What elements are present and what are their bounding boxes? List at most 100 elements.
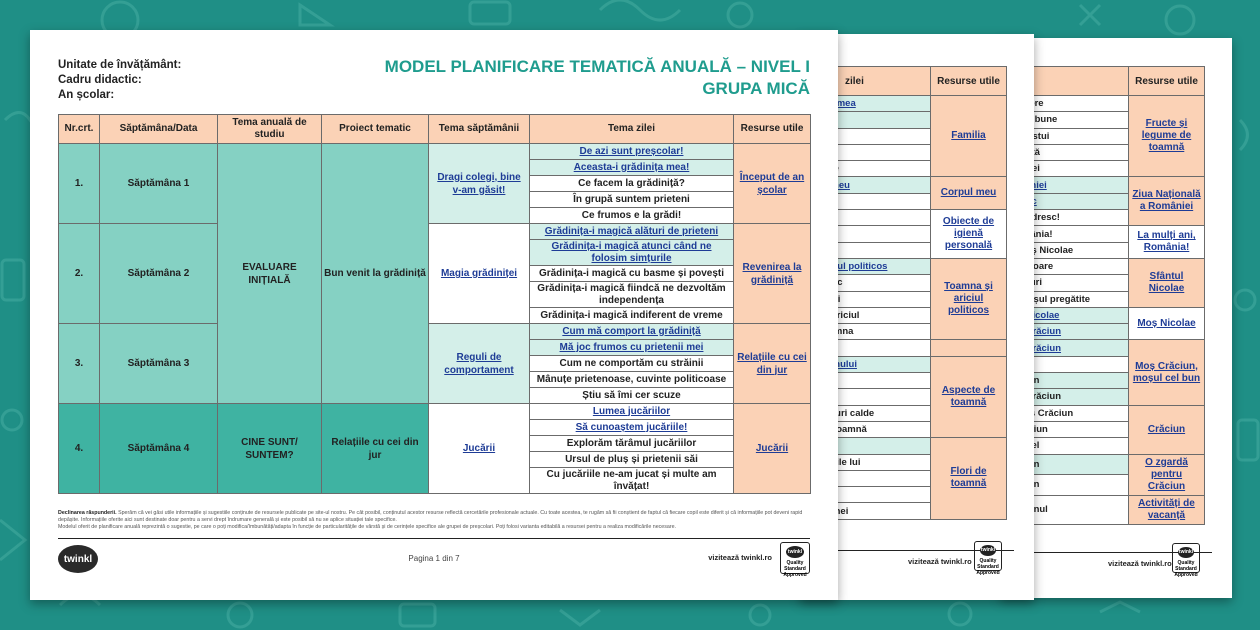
resource-cell: O zgardă pentru Crăciun [1128,453,1205,496]
day-theme-link[interactable]: Aceasta-i grădinița mea! [529,159,734,176]
page-number: Pagina 1 din 7 [408,554,460,563]
day-theme: Știu să îmi cer scuze [529,387,734,404]
badge-text: Quality Standard Approved [976,558,1000,576]
week-theme-cell: Dragi colegi, bine v-am găsit! [428,143,530,224]
day-theme: Grădinița-i magică indiferent de vreme [529,307,734,324]
week-theme-cell: Magia grădiniței [428,223,530,324]
header-resources: Resurse utile [1128,66,1205,96]
day-theme: În grupă suntem prieteni [529,191,734,208]
resource-link[interactable]: Moș Nicolae [1137,317,1196,329]
header-resources: Resurse utile [733,114,811,144]
resource-link[interactable]: Ziua Națională a României [1132,189,1201,213]
badge-text: Quality Standard Approved [783,560,807,578]
footer-divider [58,538,810,539]
resource-link[interactable]: Aspecte de toamnă [941,384,996,408]
teacher-label: Cadru didactic: [58,74,142,86]
table-header-row: Nr.crt. Săptămâna/Data Tema anuală de st… [58,114,811,144]
resource-cell [930,339,1007,357]
visit-link[interactable]: vizitează twinkl.ro [908,557,972,566]
week-theme-link[interactable]: Jucării [462,443,496,454]
document-meta: Unitate de învățământ: Cadru didactic: A… [58,58,181,103]
resource-link[interactable]: Toamna și ariciul politicos [944,281,993,317]
day-theme-link[interactable]: Mă joc frumos cu prietenii mei [529,339,734,356]
project-theme: Relațiile cu cei din jur [321,403,429,494]
resource-link[interactable]: La mulți ani, România! [1137,230,1196,254]
day-theme: Cu jucăriile ne-am jucat și multe am înv… [529,467,734,494]
week-number: 1. [58,143,100,224]
resource-link[interactable]: Jucării [755,443,789,454]
day-theme: Ursul de pluș și prietenii săi [529,451,734,468]
resource-cell: Flori de toamnă [930,437,1007,520]
header-week-theme: Tema săptămânii [428,114,530,144]
header-project: Proiect tematic [321,114,429,144]
resource-link[interactable]: Revenirea la grădiniță [742,261,802,286]
annual-plan-table: Nr.crt. Săptămâna/Data Tema anuală de st… [58,114,811,494]
unit-label: Unitate de învățământ: [58,59,182,71]
day-theme: Grădinița-i magică fiindcă ne dezvoltăm … [529,281,734,308]
week-theme-link[interactable]: Reguli de comportament [444,351,514,376]
day-theme: Ce facem la grădiniță? [529,175,734,192]
resource-link[interactable]: Început de an școlar [739,171,805,196]
resource-cell: Toamna și ariciul politicos [930,257,1007,341]
resource-link[interactable]: O zgardă pentru Crăciun [1145,456,1188,492]
day-theme-link[interactable]: Lumea jucăriilor [529,403,734,420]
resource-cell: Crăciun [1128,404,1205,455]
day-theme-link[interactable]: De azi sunt preșcolar! [529,143,734,160]
resource-cell: La mulți ani, România! [1128,225,1205,259]
resource-link[interactable]: Fructe și legume de toamnă [1141,118,1192,154]
quality-badge: twinkl Quality Standard Approved [1172,543,1200,578]
resource-link[interactable]: Moș Crăciun, moșul cel bun [1132,360,1201,384]
day-theme-link[interactable]: Grădinița-i magică alături de prieteni [529,223,734,240]
disclaimer-title: Declinarea răspunderii. [58,510,117,516]
resource-cell: Sfântul Nicolae [1128,257,1205,308]
week-number: 2. [58,223,100,324]
resource-link[interactable]: Relațiile cu cei din jur [737,351,807,376]
week-number: 4. [58,403,100,494]
resource-link[interactable]: Corpul meu [940,187,997,199]
week-theme-cell: Jucării [428,403,530,494]
document-title: MODEL PLANIFICARE TEMATICĂ ANUALĂ – NIVE… [330,56,810,100]
document-page-1: Unitate de învățământ: Cadru didactic: A… [30,30,838,600]
resource-link[interactable]: Flori de toamnă [950,466,987,490]
resource-cell: Revenirea la grădiniță [733,223,811,324]
day-theme-link[interactable]: Grădinița-i magică atunci când ne folosi… [529,239,734,266]
annual-theme: CINE SUNT/ SUNTEM? [217,403,322,494]
day-theme: Ce frumos e la grădi! [529,207,734,224]
resource-cell: Corpul meu [930,176,1007,211]
resource-link[interactable]: Sfântul Nicolae [1148,270,1185,294]
resource-link[interactable]: Activități de vacanță [1138,497,1195,521]
day-theme-link[interactable]: Cum mă comport la grădiniță [529,323,734,340]
disclaimer-text: Sperăm că vei găsi utile informațiile și… [58,510,803,523]
resource-link[interactable]: Obiecte de igienă personală [942,216,995,252]
resource-link[interactable]: Crăciun [1147,423,1186,435]
disclaimer-text-2: Modelul oferit de planificare anuală rep… [58,524,677,530]
resource-cell: Familia [930,94,1007,178]
table-row: 3. Săptămâna 3 Reguli de comportament Cu… [58,323,811,404]
week-theme-link[interactable]: Magia grădiniței [440,268,518,279]
resource-link[interactable]: Familia [951,130,986,142]
week-label: Săptămâna 2 [99,223,218,324]
week-number: 3. [58,323,100,404]
document-page-3: zilei Resurse utile n panereFructe și le… [1000,38,1232,598]
project-theme: Bun venit la grădiniță [321,143,429,404]
annual-theme: EVALUARE INIȚIALĂ [217,143,322,404]
resource-cell: Aspecte de toamnă [930,355,1007,439]
day-theme: Mânuțe prietenoase, cuvinte politicoase [529,371,734,388]
footer-divider [1000,552,1212,553]
visit-link[interactable]: vizitează twinkl.ro [1108,559,1172,568]
week-label: Săptămâna 4 [99,403,218,494]
table-row: 1. Săptămâna 1 EVALUARE INIȚIALĂ Bun ven… [58,143,811,404]
visit-link[interactable]: vizitează twinkl.ro [708,553,772,562]
week-theme-link[interactable]: Dragi colegi, bine v-am găsit! [437,171,521,196]
quality-badge: twinkl Quality Standard Approved [974,541,1002,576]
resource-cell: Început de an școlar [733,143,811,224]
resource-cell: Ziua Națională a României [1128,176,1205,227]
title-line-1: MODEL PLANIFICARE TEMATICĂ ANUALĂ – NIVE… [384,57,810,76]
header-resources: Resurse utile [930,66,1007,96]
week-label: Săptămâna 3 [99,323,218,404]
twinkl-logo: twinkl [58,545,98,573]
header-week: Săptămâna/Data [99,114,218,144]
resource-cell: Moș Nicolae [1128,306,1205,341]
day-theme-link[interactable]: Să cunoaștem jucăriile! [529,419,734,436]
